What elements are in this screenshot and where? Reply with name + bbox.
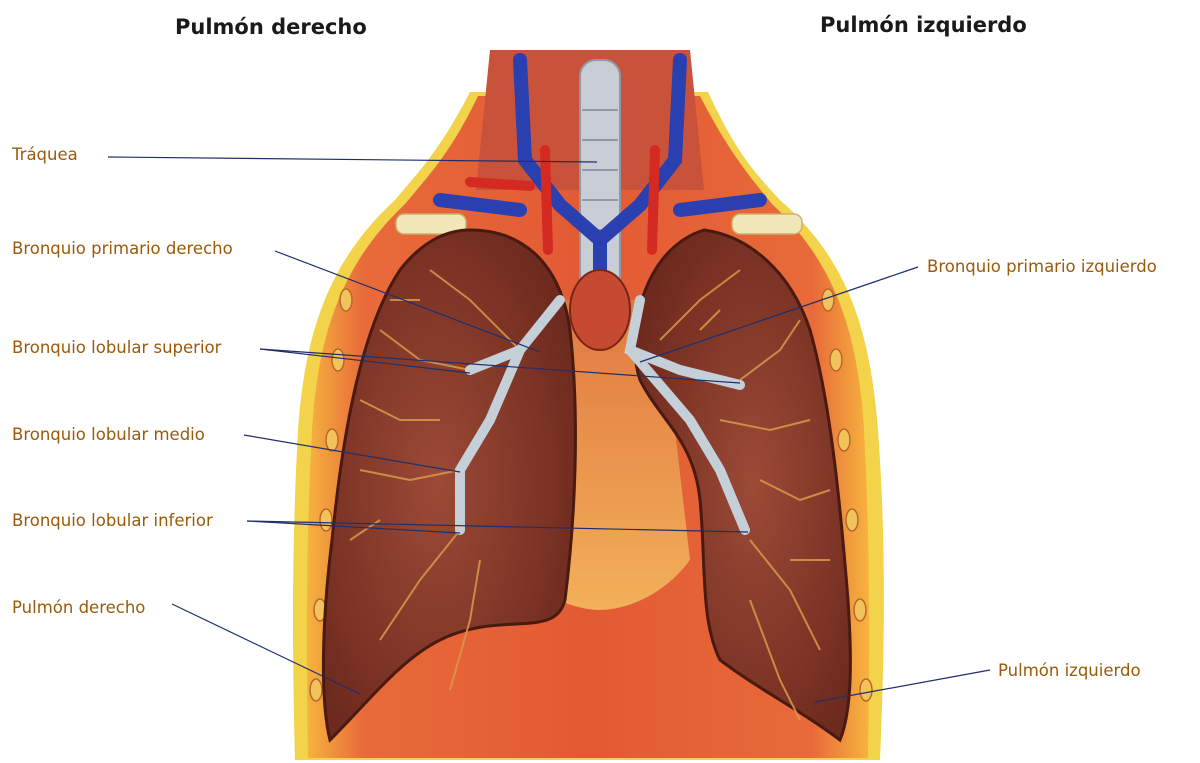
leader-left-lung <box>815 670 990 702</box>
leader-right-lung <box>172 604 360 694</box>
leader-trachea <box>108 157 597 162</box>
leader-right-primary-bronchus <box>275 251 540 352</box>
leader-inferior-lobar-bronchus-left <box>247 521 748 532</box>
leader-middle-lobar-bronchus <box>244 435 460 472</box>
leader-superior-lobar-bronchus-right <box>260 349 470 373</box>
leader-superior-lobar-bronchus-left <box>260 349 740 383</box>
leader-left-primary-bronchus <box>640 267 918 362</box>
